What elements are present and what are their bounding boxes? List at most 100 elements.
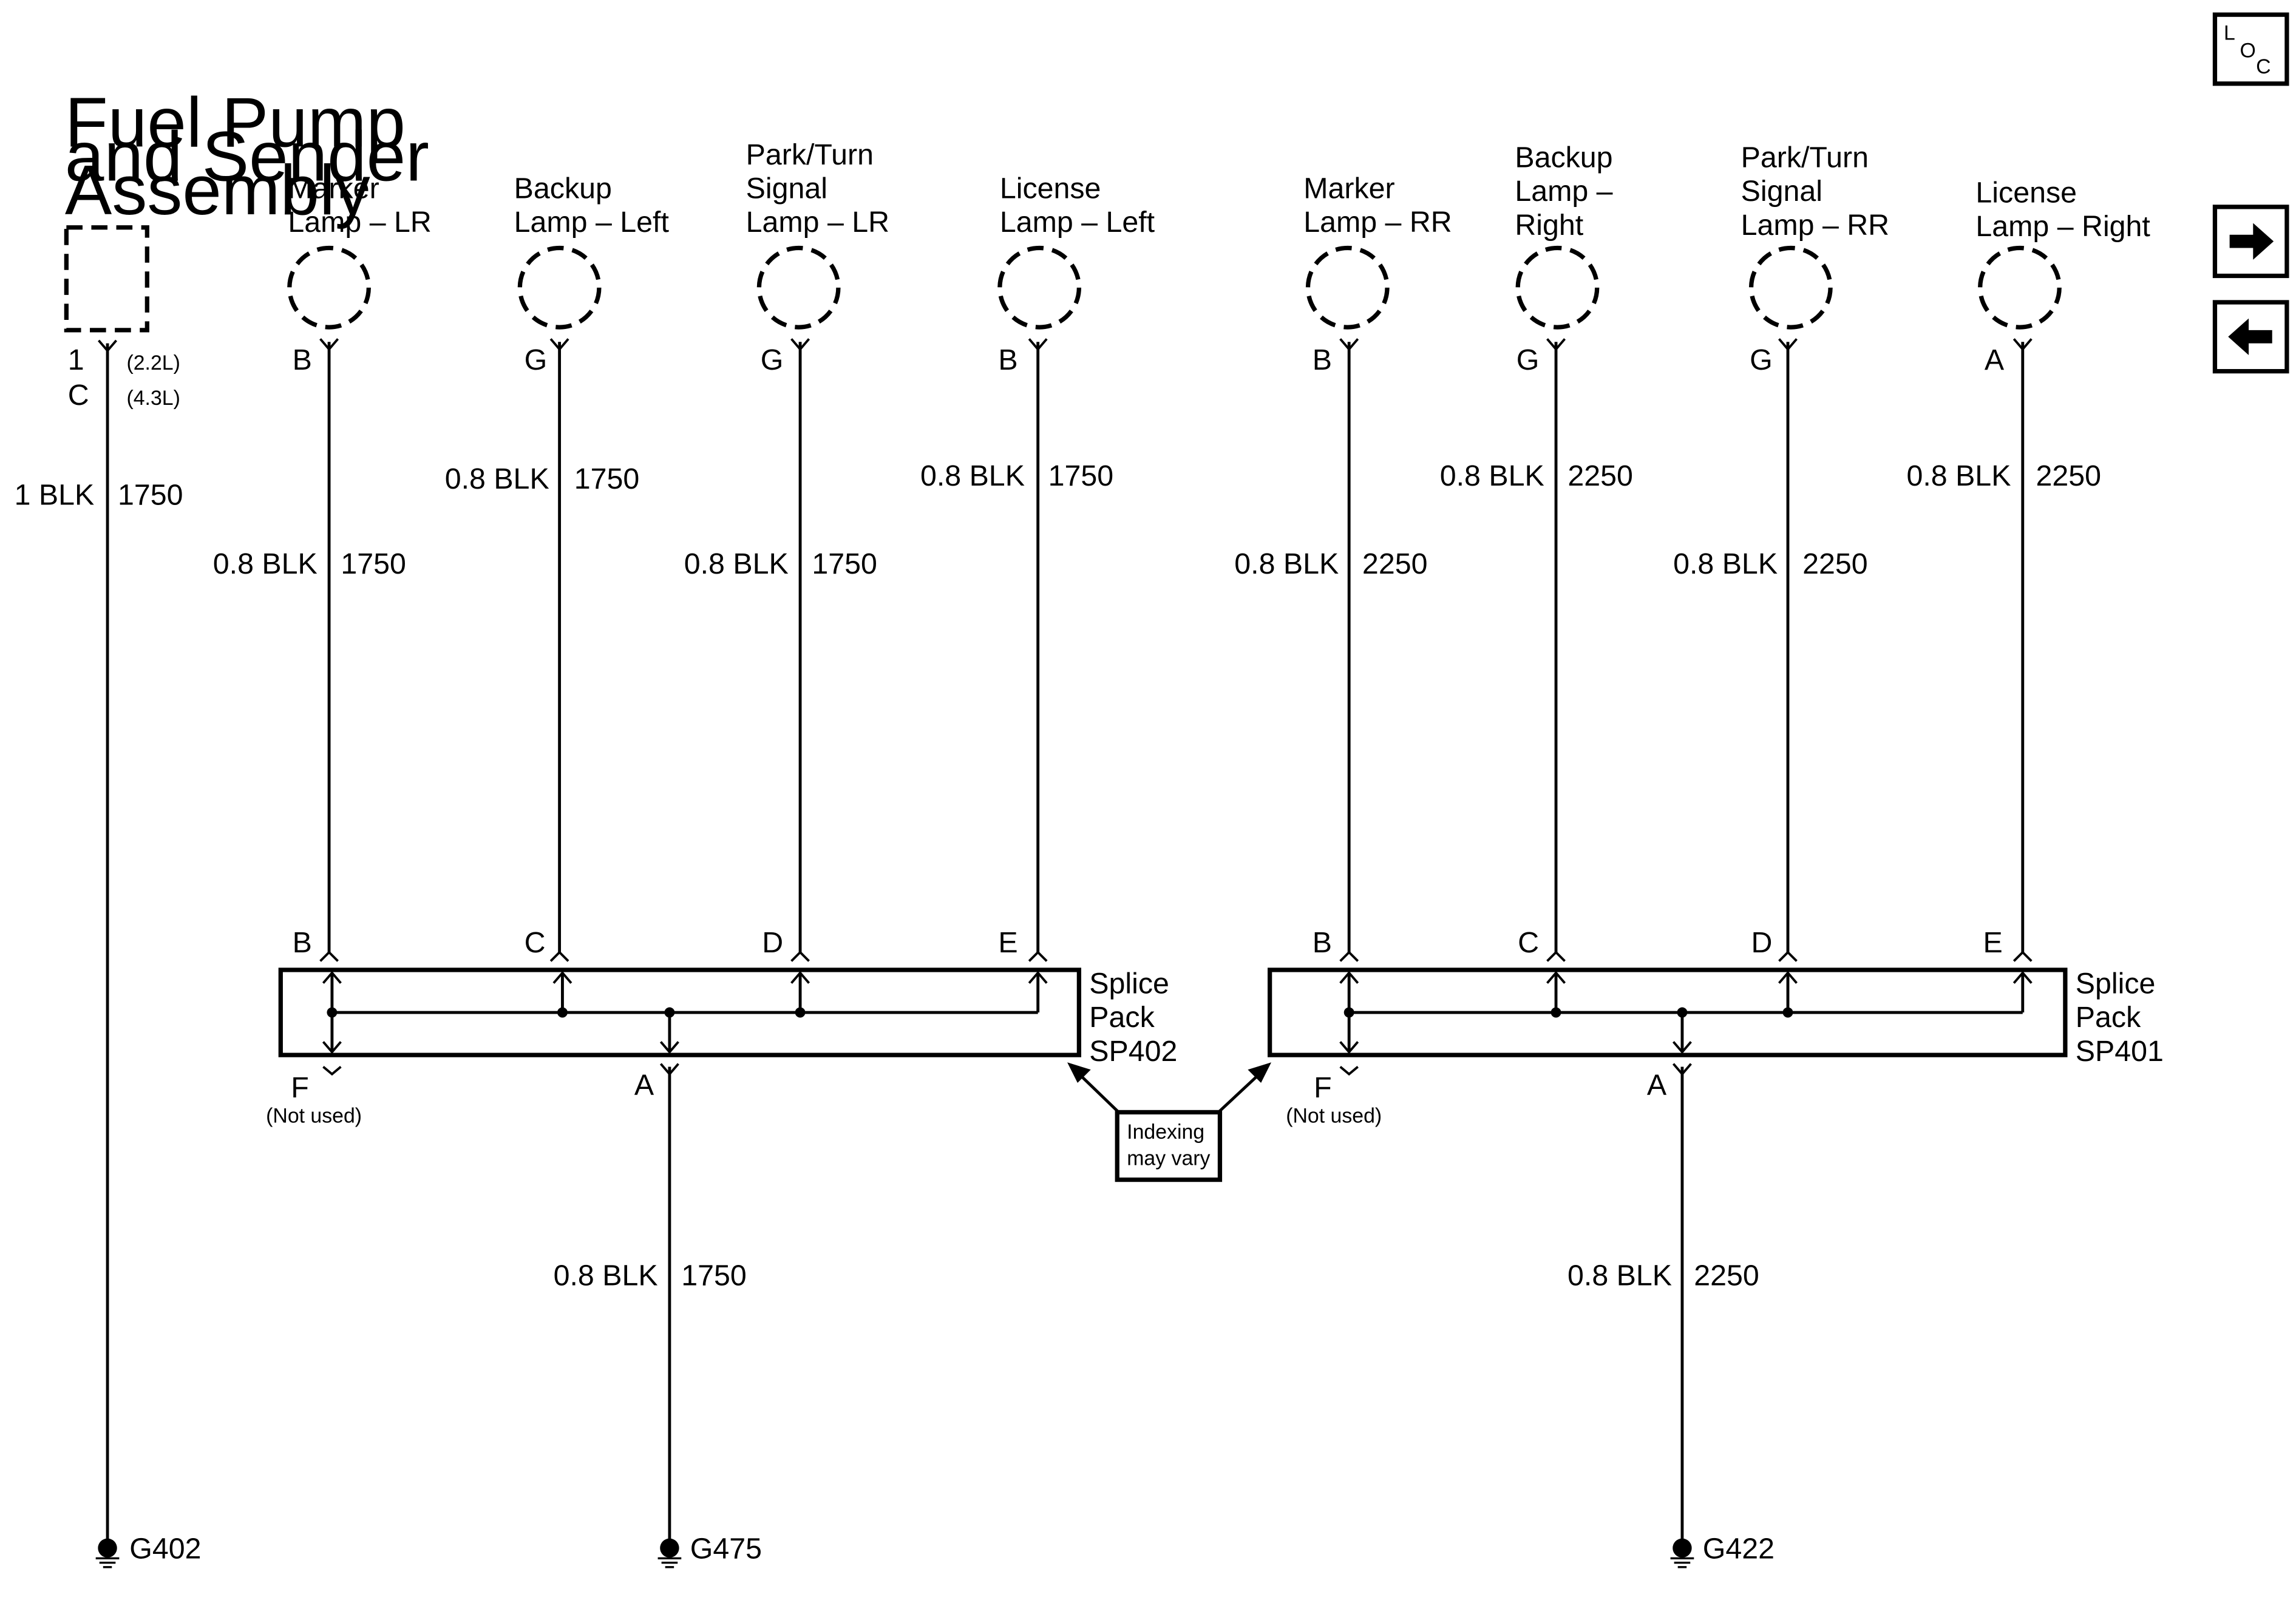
wire-gauge-color: 0.8 BLK — [1567, 1259, 1672, 1292]
backup-lamp-right-component: Backup Lamp – Right G 0.8 BLK 2250 C — [1440, 141, 1633, 962]
wire-circuit: 2250 — [2036, 459, 2102, 492]
marker-lamp-rr-label: Marker Lamp – RR — [1303, 172, 1452, 239]
splice-pack-sp402: Splice Pack SP402 F (Not used) A 0.8 BLK… — [266, 968, 1177, 1568]
lamp-pin: B — [293, 344, 312, 376]
license-lamp-right-component: License Lamp – Right A 0.8 BLK 2250 E — [1906, 177, 2150, 962]
label-line: Lamp – LR — [746, 206, 889, 239]
label-line: Lamp – Left — [514, 206, 670, 239]
wire-gauge-color: 0.8 BLK — [684, 547, 789, 580]
park-turn-lamp-rr-component: Park/Turn Signal Lamp – RR G 0.8 BLK 225… — [1673, 141, 1889, 962]
label-line: Park/Turn — [1741, 141, 1869, 174]
loc-button-frame — [2212, 12, 2289, 86]
connector-mark — [1546, 951, 1566, 962]
wire-gauge-color: 0.8 BLK — [1440, 459, 1544, 492]
lamp-dashed-circle — [1978, 245, 2062, 330]
pin-note-4-3l: (4.3L) — [126, 387, 180, 410]
lamp-dashed-circle — [1748, 245, 1833, 330]
license-lamp-left-label: License Lamp – Left — [1000, 172, 1155, 239]
prev-page-button[interactable] — [2212, 300, 2289, 374]
arrowhead — [790, 971, 810, 984]
label-line: Right — [1515, 209, 1583, 242]
splice-dot — [795, 1007, 806, 1018]
lamp-pin: G — [1517, 344, 1540, 376]
lamp-dashed-circle — [1305, 245, 1390, 330]
lamp-dashed-circle — [287, 245, 371, 330]
label-line: Pack — [2076, 1001, 2141, 1034]
connector-mark — [1778, 951, 1798, 962]
label-line: Assembly — [65, 151, 370, 229]
splice-dot — [327, 1007, 338, 1018]
lamp-dashed-circle — [997, 245, 1082, 330]
park-turn-lamp-rr-label: Park/Turn Signal Lamp – RR — [1741, 141, 1889, 242]
splice-pin: D — [1751, 926, 1773, 959]
wire-gauge-color: 1 BLK — [15, 479, 95, 512]
splice-pack-label: Splice Pack SP401 — [2076, 968, 2164, 1068]
label-line: Splice — [1089, 968, 1169, 1000]
label-line: Backup — [1515, 141, 1612, 174]
splice-pack-box — [1268, 968, 2068, 1057]
arrowhead — [322, 1041, 342, 1054]
label-line: Lamp – RR — [1303, 206, 1452, 239]
loc-icon: L O C — [2224, 21, 2271, 78]
wire-gauge-color: 0.8 BLK — [1673, 547, 1778, 580]
arrowhead — [1546, 971, 1566, 984]
marker-lamp-lr-label: Marker Lamp – LR — [288, 172, 431, 239]
lamp-pin: B — [998, 344, 1017, 376]
splice-dot — [664, 1007, 675, 1018]
label-line: Lamp – Right — [1975, 210, 2150, 243]
wire-circuit: 2250 — [1362, 547, 1428, 580]
license-lamp-left-component: License Lamp – Left B 0.8 BLK 1750 E — [920, 172, 1155, 962]
arrowhead — [1067, 1062, 1091, 1083]
fuel-pump-pin-1: 1 — [68, 344, 84, 376]
connector-mark — [2012, 951, 2033, 962]
label-line: Fuel Pump — [65, 83, 406, 162]
ground-symbol — [1669, 1537, 1695, 1568]
connector-mark — [1339, 951, 1359, 962]
wire-gauge-color: 0.8 BLK — [213, 547, 318, 580]
unused-pin: F — [291, 1071, 309, 1104]
wire-gauge-color: 0.8 BLK — [1234, 547, 1339, 580]
arrowhead — [659, 1041, 679, 1054]
wire-circuit: 1750 — [681, 1259, 747, 1292]
unused-note: (Not used) — [266, 1104, 362, 1127]
splice-dot — [557, 1007, 568, 1018]
backup-lamp-right-label: Backup Lamp – Right — [1515, 141, 1621, 242]
connector-mark — [322, 1065, 342, 1076]
pin-note-2-2l: (2.2L) — [126, 351, 180, 375]
marker-lamp-rr-component: Marker Lamp – RR B 0.8 BLK 2250 B — [1234, 172, 1452, 962]
wire-gauge-color: 0.8 BLK — [1906, 459, 2011, 492]
lamp-dashed-circle — [756, 245, 841, 330]
splice-pin: C — [1518, 926, 1539, 959]
splice-pin: C — [525, 926, 546, 959]
label-line: SP402 — [1089, 1035, 1177, 1068]
ground-label: G475 — [690, 1532, 762, 1565]
label-line: Pack — [1089, 1001, 1155, 1034]
next-page-button[interactable] — [2212, 205, 2289, 279]
fuel-pump-pin-c: C — [68, 379, 89, 412]
arrowhead — [1248, 1062, 1272, 1083]
wire-circuit: 2250 — [1567, 459, 1633, 492]
wire-gauge-color: 0.8 BLK — [920, 459, 1025, 492]
out-pin: A — [634, 1068, 654, 1101]
lamp-pin: G — [1750, 344, 1773, 376]
arrowhead — [1672, 1041, 1692, 1054]
wire-circuit: 2250 — [1802, 547, 1868, 580]
note-box — [1115, 1110, 1223, 1182]
arrow-left-icon — [2228, 318, 2272, 356]
arrowhead — [1778, 971, 1798, 984]
lamp-pin: G — [525, 344, 548, 376]
wire-circuit: 1750 — [574, 463, 640, 495]
ground-symbol — [656, 1537, 682, 1568]
arrow-right-icon — [2229, 223, 2274, 260]
note-arrow-left — [1075, 1070, 1120, 1114]
label-line: License — [1975, 177, 2077, 209]
next-page-button-frame — [2212, 205, 2289, 279]
loc-letter: L — [2224, 21, 2235, 44]
ground-label: G402 — [129, 1532, 201, 1565]
splice-pin: E — [1983, 926, 2003, 959]
arrowhead — [1339, 1041, 1359, 1054]
loc-button[interactable]: L O C — [2212, 12, 2289, 86]
splice-pack-label: Splice Pack SP402 — [1089, 968, 1177, 1068]
label-line: Marker — [1303, 172, 1394, 205]
